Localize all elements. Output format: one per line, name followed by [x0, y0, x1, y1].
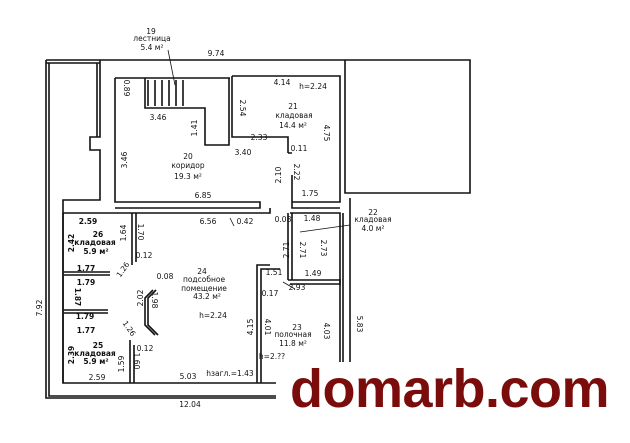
dim: 2.71: [298, 242, 307, 259]
room-20-number: 20: [183, 152, 193, 161]
dim: 1.26: [114, 260, 131, 279]
room-24-height-note: hзагл.=1.43: [206, 369, 254, 378]
dim: 0.08: [275, 215, 292, 224]
dim: 3.46: [120, 151, 129, 168]
room-25-number: 25: [93, 341, 103, 350]
dim: 2.93: [289, 283, 306, 292]
dim: 1.49: [305, 269, 322, 278]
dim: 1.70: [136, 224, 145, 241]
room-22-name: кладовая: [354, 215, 391, 224]
room-25-name: кладовая: [74, 349, 116, 358]
dim: 4.03: [322, 323, 331, 340]
dim: 6.56: [200, 217, 217, 226]
room-labels: 19 лестница 5.4 м² 20 коридор 19.3 м² 21…: [74, 27, 391, 378]
dim: 1.59: [117, 355, 126, 372]
dim: 0.42: [237, 217, 254, 226]
dim: 12.04: [179, 400, 201, 409]
room-24-name2: помещение: [181, 284, 227, 293]
room-21-number: 21: [288, 102, 298, 111]
room-24-area: 43.2 м²: [193, 292, 221, 301]
watermark-logo: domarb.com: [290, 359, 610, 419]
dim: 4.15: [246, 318, 255, 335]
room-19-name: лестница: [133, 34, 170, 43]
dim: 1.75: [302, 189, 319, 198]
dim: 2.22: [292, 164, 301, 181]
dim: 1.77: [77, 264, 96, 273]
room-19-number: 19: [146, 27, 156, 36]
walls: [45, 49, 471, 399]
watermark-background: [276, 362, 630, 443]
dim: 2.02: [136, 289, 145, 306]
dim: 1.77: [77, 326, 96, 335]
dim: 2.54: [238, 100, 247, 117]
dim: 1.87: [73, 288, 82, 307]
dim: 9.74: [208, 49, 225, 58]
room-21-area: 14.4 м²: [279, 121, 307, 130]
room-20-name: коридор: [171, 161, 205, 170]
room-20-area: 19.3 м²: [174, 172, 202, 181]
room-22-number: 22: [368, 208, 378, 217]
room-24-name: подсобное: [183, 275, 226, 284]
room-26-number: 26: [93, 230, 103, 239]
dim: 0.89: [122, 80, 131, 97]
dim: 2.73: [319, 240, 328, 257]
dim: 4.75: [322, 125, 331, 142]
room-23-number: 23: [292, 323, 302, 332]
dim: 0.12: [136, 251, 153, 260]
room-24-number: 24: [197, 267, 207, 276]
room-21-height: h=2.24: [299, 82, 327, 91]
dim: 2.39: [67, 346, 76, 365]
room-23-name: полочная: [274, 330, 311, 339]
dim: 0.17: [262, 289, 279, 298]
dim: 1.79: [77, 278, 96, 287]
dim: 2.71: [282, 241, 291, 258]
room-26-name: кладовая: [74, 238, 116, 247]
dim: 1.64: [119, 224, 128, 241]
dim: 2.59: [89, 373, 106, 382]
room-24-height: h=2.24: [199, 311, 227, 320]
dim: 7.92: [35, 299, 44, 316]
dim: 2.42: [67, 234, 76, 253]
dim: 5.83: [355, 316, 364, 333]
dim: 1.51: [266, 268, 283, 277]
dim: 6.85: [195, 191, 212, 200]
dimensions: 9.74 0.89 3.46 1.41 2.54 4.14 2.33 3.40 …: [35, 49, 364, 409]
dim: 4.14: [274, 78, 291, 87]
room-23-height: h=2.??: [259, 352, 285, 361]
dim: 1.79: [76, 312, 95, 321]
dim: 3.46: [150, 113, 167, 122]
dim: 4.01: [263, 319, 272, 336]
dim: 1.60: [132, 353, 141, 370]
room-22-area: 4.0 м²: [362, 224, 385, 233]
dim: 0.08: [157, 272, 174, 281]
dim: 0.12: [137, 344, 154, 353]
dim: 2.10: [274, 166, 283, 183]
dim: 2.59: [79, 217, 98, 226]
dim: 1.48: [304, 214, 321, 223]
dim: 1.41: [190, 119, 199, 136]
room-26-area: 5.9 м²: [83, 247, 108, 256]
dim: 3.40: [235, 148, 252, 157]
dim: 1.98: [150, 292, 159, 309]
dim: 2.33: [251, 133, 268, 142]
room-19-area: 5.4 м²: [141, 43, 164, 52]
room-21-name: кладовая: [275, 111, 312, 120]
room-23-area: 11.8 м²: [279, 339, 307, 348]
dim: 1.26: [121, 319, 138, 338]
dim: 0.11: [291, 144, 308, 153]
room-25-area: 5.9 м²: [83, 357, 108, 366]
dim: 5.03: [180, 372, 197, 381]
